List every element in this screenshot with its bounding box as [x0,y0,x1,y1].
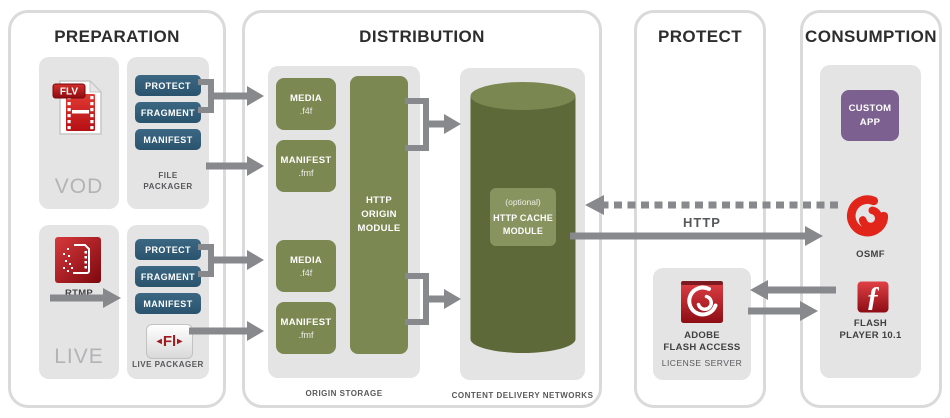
live-label: LIVE [54,345,104,368]
http-origin-module-node: HTTP ORIGIN MODULE [350,76,408,354]
panel-title-protect: PROTECT [657,27,743,46]
file-packager-box: PROTECT FRAGMENT MANIFEST FILE PACKAGER [127,57,209,209]
manifest-fmf-node: MANIFEST .fmf [276,302,336,354]
panel-title-distribution: DISTRIBUTION [359,27,485,46]
license-server-label: LICENSE SERVER [661,358,743,368]
panel-title-preparation: PREPARATION [54,27,180,46]
step-manifest: MANIFEST [135,129,201,150]
live-packager-box: PROTECT FRAGMENT MANIFEST Fl LIVE PACKAG… [127,225,209,379]
flv-file-icon: FLV [52,79,103,135]
origin-storage-label: ORIGIN STORAGE [305,389,383,398]
manifest-fmf-node: MANIFEST .fmf [276,140,336,192]
http-protocol-label: HTTP [683,215,721,230]
rtmp-stream-icon [55,237,101,283]
adobe-flash-access-icon [681,281,723,323]
flv-badge-text: FLV [60,87,78,98]
flash-access-box: ADOBE FLASH ACCESS LICENSE SERVER [653,268,751,380]
live-packager-label: LIVE PACKAGER [132,360,204,370]
live-packager-fl-icon: Fl [146,324,193,359]
flash-access-label: ADOBE FLASH ACCESS [663,330,741,354]
step-protect: PROTECT [135,239,201,260]
panel-protect: PROTECT HTTP ADOBE FLASH ACCESS [634,10,766,408]
step-protect: PROTECT [135,75,201,96]
panel-preparation: PREPARATION [8,10,226,408]
rtmp-label: RTMP [64,288,94,299]
step-fragment: FRAGMENT [135,102,201,123]
step-manifest: MANIFEST [135,293,201,314]
panel-consumption: CONSUMPTION CUSTOM APP OSMF [800,10,942,408]
cdn-box: (optional) HTTP CACHE MODULE [460,68,585,380]
file-packager-label: FILE PACKAGER [143,171,193,191]
flash-player-label: FLASH PLAYER 10.1 [839,318,902,342]
vod-source-box: FLV VOD [39,57,119,209]
panel-distribution: DISTRIBUTION MEDIA .f4f MANIFEST .fmf ME… [242,10,602,408]
panel-title-consumption: CONSUMPTION [805,27,937,46]
vod-label: VOD [54,175,104,198]
cdn-label: CONTENT DELIVERY NETWORKS [451,391,594,400]
svg-text:ƒ: ƒ [866,282,880,313]
flash-player-icon: ƒ [857,281,889,313]
step-fragment: FRAGMENT [135,266,201,287]
custom-app-node: CUSTOM APP [841,90,899,141]
live-source-box: RTMP LIVE [39,225,119,379]
media-f4f-node: MEDIA .f4f [276,240,336,292]
media-f4f-node: MEDIA .f4f [276,78,336,130]
osmf-icon [847,195,889,237]
clients-box: CUSTOM APP OSMF ƒ FLASH [820,65,921,378]
osmf-label: OSMF [856,249,885,260]
http-cache-module-node: (optional) HTTP CACHE MODULE [490,188,556,246]
origin-storage-box: MEDIA .f4f MANIFEST .fmf MEDIA .f4f MANI… [268,66,420,378]
